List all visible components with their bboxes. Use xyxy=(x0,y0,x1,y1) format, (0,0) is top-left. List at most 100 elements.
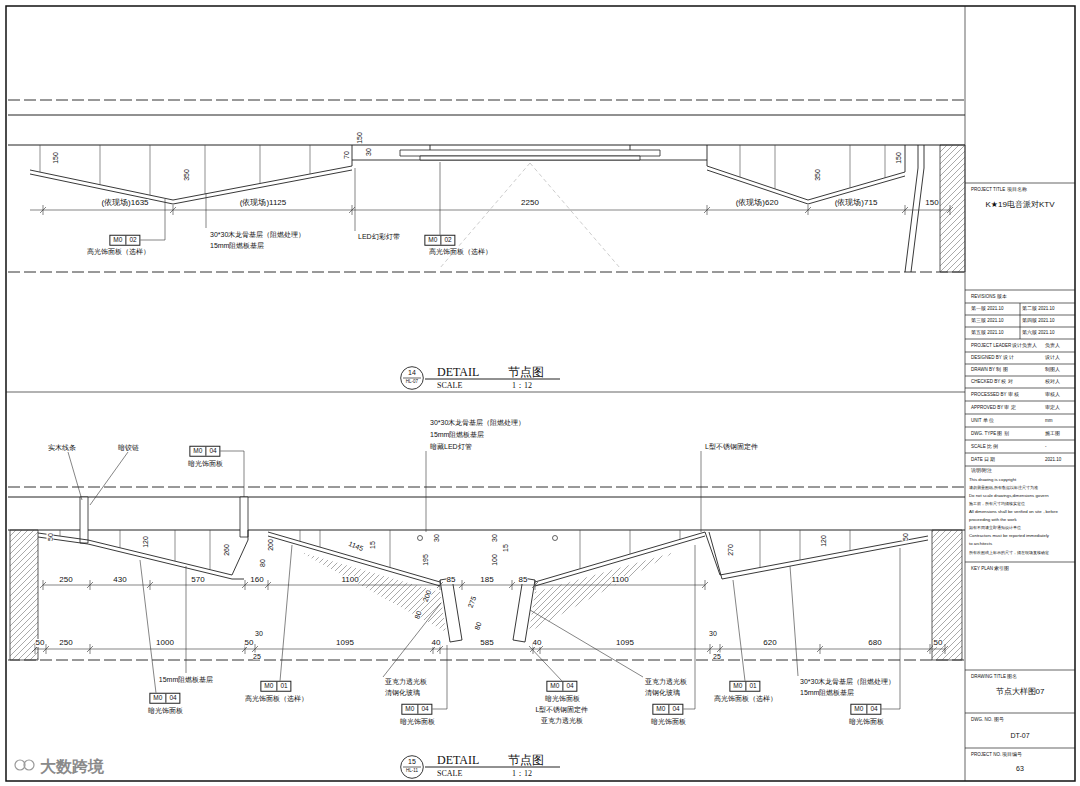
material-tag: M002 xyxy=(109,235,140,246)
title-block-rule xyxy=(1020,303,1021,339)
light-fixture-group xyxy=(400,150,660,160)
dimension-text: 15 xyxy=(369,541,376,549)
hanger-rod xyxy=(300,530,301,541)
dimension-text: 585 xyxy=(480,639,493,647)
material-code: M0 xyxy=(730,682,745,691)
dimension-text: 40 xyxy=(432,639,441,647)
material-code: 04 xyxy=(866,705,880,714)
ceiling-panel xyxy=(30,170,352,204)
slab-line xyxy=(8,115,965,116)
title-block-text: to architects xyxy=(969,542,992,546)
dimension-text: 80 xyxy=(413,610,422,620)
hanger-rod xyxy=(210,530,211,570)
callout-text: 30*30木龙骨基层（阻燃处理） xyxy=(210,231,305,238)
dimension-text: 1095 xyxy=(616,639,634,647)
title-underline-group xyxy=(425,767,560,768)
title-block-text: 说明/附注 xyxy=(971,469,992,474)
title-block-text: 审定人 xyxy=(1045,406,1060,411)
hanger-rod-group xyxy=(40,145,885,195)
dimension-text: 120 xyxy=(142,536,149,548)
material-tag: M004 xyxy=(189,446,220,457)
dimension-text: 150 xyxy=(52,152,59,164)
title-block-text: 负责人 xyxy=(1045,344,1060,349)
detail-marker: 14HL-07 xyxy=(400,366,424,390)
title-block-text: 所有改图或上标示的尺寸，须在现场复核确定 xyxy=(969,551,1049,555)
title-block-rule xyxy=(965,364,1075,365)
dimension-text: 40 xyxy=(533,639,542,647)
leader-line xyxy=(280,545,292,681)
material-tag: M004 xyxy=(546,681,577,692)
dimension-text: (依现场)1635 xyxy=(101,199,148,207)
title-block-rule-group xyxy=(6,6,1075,781)
title-text: 1：12 xyxy=(512,770,532,778)
material-code: 01 xyxy=(276,682,290,691)
title-block-rule xyxy=(965,376,1075,377)
ceiling-dashed-line-group xyxy=(8,487,965,660)
title-block-text: Contractors must be reported immediately xyxy=(969,534,1049,538)
dimension-text: 25 xyxy=(713,653,721,660)
leader-line xyxy=(68,452,82,500)
dimension-line xyxy=(512,580,513,590)
callout-text: 暗光饰面板 xyxy=(651,718,686,725)
light-spread xyxy=(530,163,620,268)
slab-line xyxy=(8,145,965,146)
leader-line xyxy=(440,162,441,235)
ceiling-panel xyxy=(705,532,928,575)
leader-line xyxy=(206,193,207,228)
title-block-rule xyxy=(965,6,966,781)
leader-line xyxy=(140,560,156,693)
title-block-text: 施工图 xyxy=(1045,432,1060,437)
title-block-rule xyxy=(965,327,1075,328)
dimension-text: (依现场)620 xyxy=(736,199,779,207)
dimension-text: 1100 xyxy=(611,576,628,584)
title-underline xyxy=(425,379,560,380)
dimension-text: 70 xyxy=(343,151,350,159)
title-underline-group xyxy=(425,379,560,380)
material-code: 04 xyxy=(417,705,431,714)
title-block-rule xyxy=(965,290,1075,291)
dimension-line xyxy=(245,580,246,590)
leader-line xyxy=(186,566,187,673)
trim-section xyxy=(240,497,248,537)
dimension-text: 250 xyxy=(59,576,72,584)
dimension-line xyxy=(90,644,91,654)
dimension-text: 270 xyxy=(727,544,734,556)
wall-section-group xyxy=(10,530,962,660)
marker-divider xyxy=(403,767,421,768)
dimension-text: 1145 xyxy=(348,540,365,552)
dimension-text: 350 xyxy=(814,169,821,181)
dimension-text: 150 xyxy=(925,199,938,207)
ceiling-panel xyxy=(38,537,244,579)
ceiling-dashed-line xyxy=(8,660,965,661)
wall-section xyxy=(10,530,38,660)
wall-section xyxy=(940,145,965,272)
dimension-text: 1100 xyxy=(341,576,358,584)
title-block-text: 第六版 2021.10 xyxy=(1022,331,1055,336)
title-block-text: CHECKED BY 校 对 xyxy=(971,380,1013,385)
callout-text: 亚克力透光板 xyxy=(645,678,687,685)
title-block-text: 施工前，所有尺寸均须核实定位 xyxy=(969,502,1025,506)
dimension-line xyxy=(930,644,931,654)
leader-line xyxy=(529,646,562,681)
callout-text: 亚克力透光板 xyxy=(541,717,583,724)
leader-line-group xyxy=(139,162,440,240)
marker-circle xyxy=(401,367,424,390)
title-text: SCALE xyxy=(437,770,462,778)
dimension-text: 200 xyxy=(422,589,433,602)
material-tag: M004 xyxy=(149,693,180,704)
callout-text: 暗光饰面板 xyxy=(400,718,435,725)
callout-text: 暗铰链 xyxy=(118,444,139,451)
dimension-text: 100 xyxy=(491,554,498,566)
title-block-rule xyxy=(965,466,1075,467)
dimension-line xyxy=(150,580,151,590)
dimension-text: 150 xyxy=(356,132,363,144)
title-block-text: 63 xyxy=(1016,765,1024,772)
dimension-line xyxy=(462,580,463,590)
leader-line xyxy=(383,603,441,677)
title-block-text: 第二版 2021.10 xyxy=(1022,307,1055,312)
light-fixture xyxy=(420,156,640,160)
title-block-rule xyxy=(965,339,1075,340)
dimension-text: 1095 xyxy=(336,639,354,647)
detail-number: HL-11 xyxy=(400,769,424,774)
